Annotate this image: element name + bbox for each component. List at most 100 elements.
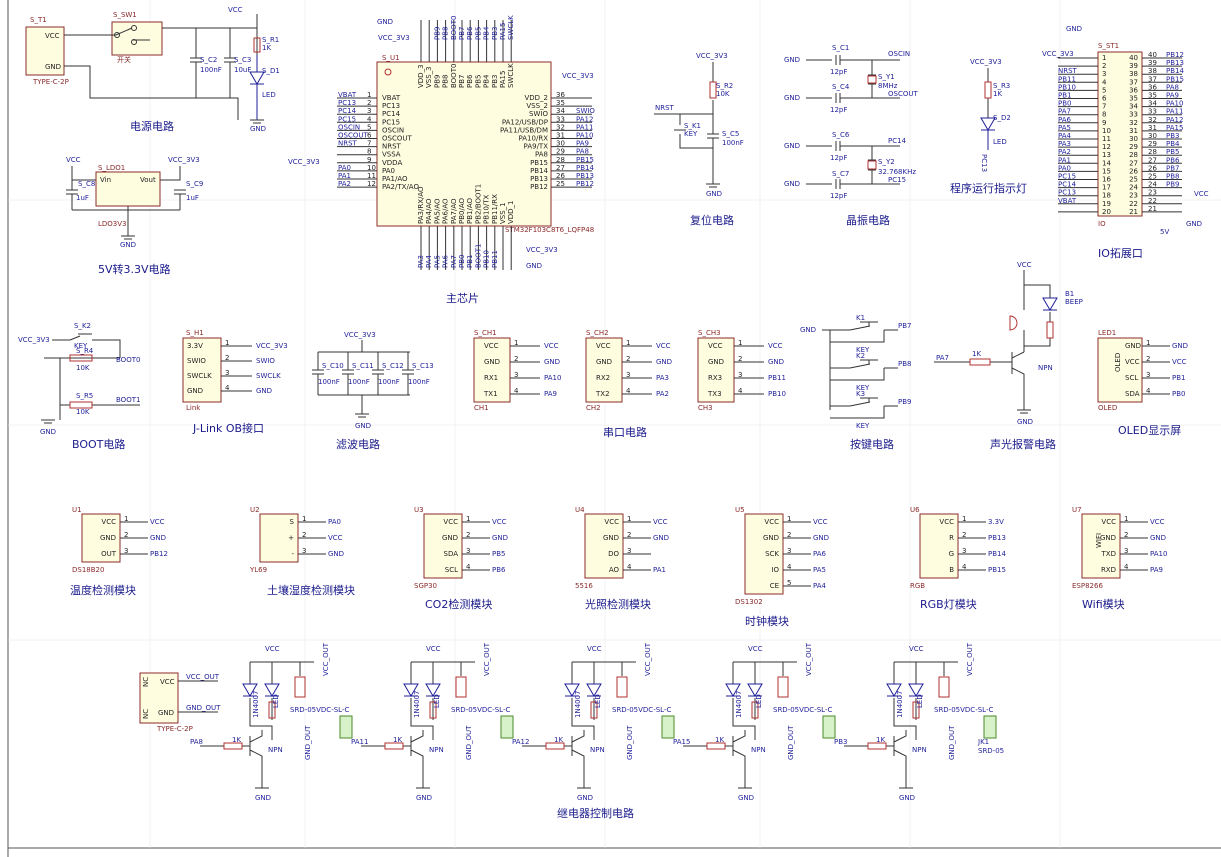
oled-body-label: OLED	[1114, 353, 1122, 372]
mcu-pin-bottom: PB1/AO	[466, 197, 474, 224]
key-ref: K1	[856, 314, 865, 322]
jlink-pin-num: 4	[225, 384, 230, 392]
relay-q: NPN	[590, 746, 605, 754]
alarm-vcc: VCC	[1017, 261, 1032, 269]
mcu-pin-num: 34	[556, 107, 565, 115]
sw-ref: S_SW1	[113, 11, 137, 19]
mcu-pin-num: 27	[556, 164, 565, 172]
io-net-right: PB3	[1166, 132, 1179, 140]
c3-ref: S_C3	[234, 56, 251, 64]
relay-part: SRD-05VDC-SL-C	[773, 706, 832, 714]
module-net: PA10	[1150, 550, 1167, 558]
reset-nrst: NRST	[655, 104, 675, 112]
mcu-net-left: PA0	[338, 164, 351, 172]
io-pin-num: 6	[1102, 95, 1107, 103]
io-pin-num: 17	[1102, 184, 1111, 192]
mcu-pin-right: PB15	[530, 159, 548, 167]
module-net: VCC	[492, 518, 507, 526]
boot-vcc: VCC_3V3	[18, 336, 50, 344]
mcu-pin-top: PB5	[474, 75, 482, 88]
io-pin-num: 35	[1148, 92, 1157, 100]
module-pin-num: 1	[627, 515, 631, 523]
relay-base-r: 1K	[232, 736, 241, 744]
net-pc15: PC15	[888, 176, 906, 184]
mcu-net-right: PA9	[576, 140, 589, 148]
module-net: PB14	[988, 550, 1006, 558]
io-pin-num: 11	[1102, 135, 1111, 143]
module-pin-num: 1	[1124, 515, 1128, 523]
uart-net: VCC	[544, 342, 559, 350]
alarm-net: PA7	[936, 354, 949, 362]
io-pin-num: 4	[1102, 78, 1107, 86]
uart-pin-num: 3	[626, 371, 630, 379]
mcu-net-bottom: PB1	[466, 255, 474, 268]
runled-vcc: VCC_3V3	[970, 58, 1002, 66]
mcu-net-bottom: PB0	[458, 255, 466, 268]
mcu-top-gnd: GND	[377, 18, 393, 26]
io-pin-num: 22	[1148, 197, 1157, 205]
y1-ref: S_Y1	[878, 73, 895, 81]
relay-circuit: NC NC VCC GND VCC_OUT GND_OUT TYPE-C-2P …	[139, 642, 1004, 820]
mcu-pin-right: PA11/USB/DM	[500, 126, 548, 134]
jlink-pin-num: 3	[225, 369, 229, 377]
uart-pin-num: 3	[514, 371, 518, 379]
t1-ref: S_T1	[30, 16, 47, 24]
io-net-left: PA7	[1058, 108, 1071, 116]
filter-cap-ref: S_C13	[412, 362, 434, 370]
uart-pin: GND	[484, 358, 500, 366]
io-pin-num: 27	[1129, 159, 1138, 167]
module-net: VCC	[653, 518, 668, 526]
mcu-pin-bottom: VSS_1	[499, 202, 507, 224]
io-net-left: PA4	[1058, 132, 1072, 140]
relay-net: PA8	[190, 738, 203, 746]
key-net: PB8	[898, 360, 911, 368]
relay-gnd: GND	[416, 794, 432, 802]
relay-led: LED	[594, 694, 602, 708]
relay-vcc: VCC	[909, 645, 924, 653]
c6-ref: S_C6	[832, 131, 850, 139]
module-net: GND	[1150, 534, 1166, 542]
y1-val: 8MHz	[878, 82, 898, 90]
relay-base-r: 1K	[554, 736, 563, 744]
r5-val: 10K	[76, 408, 90, 416]
uart-net: VCC	[656, 342, 671, 350]
module-pin-num: 5	[787, 579, 791, 587]
sw-part: 开关	[117, 55, 131, 64]
r2-val: 10K	[716, 90, 730, 98]
c1-val: 12pF	[830, 68, 847, 76]
jlink-pin: 3.3V	[187, 342, 203, 350]
mcu-pin-num: 29	[556, 148, 565, 156]
relay-vcc-out-net: VCC_OUT	[322, 642, 330, 676]
title-wifi: Wifi模块	[1082, 598, 1125, 611]
c5-val: 100nF	[722, 139, 744, 147]
mcu-net-right: PB12	[576, 180, 594, 188]
mcu-pin-left: PA2/TX/AO	[382, 183, 419, 191]
jlink-pin-num: 2	[225, 354, 229, 362]
relay-q: NPN	[751, 746, 766, 754]
io-pin-num: 21	[1148, 205, 1157, 213]
module-net: 3.3V	[988, 518, 1004, 526]
relay-gnd: GND	[577, 794, 593, 802]
relay-usb-nc1: NC	[142, 677, 150, 687]
mcu-pin-top: PB6	[466, 74, 474, 88]
relay-vcc-out-net: VCC_OUT	[966, 642, 974, 676]
module-net: VCC	[813, 518, 828, 526]
filter-cap-ref: S_C11	[352, 362, 374, 370]
module-pin: G	[949, 550, 954, 558]
io-pin-num: 36	[1148, 83, 1157, 91]
mcu-pin-num: 35	[556, 99, 565, 107]
filter-cap-val: 100nF	[348, 378, 370, 386]
module-pin: SCK	[765, 550, 779, 558]
oled-pin: VCC	[1125, 358, 1140, 366]
mcu-net-right: PA10	[576, 132, 593, 140]
alarm-q: NPN	[1038, 364, 1053, 372]
relay-q: NPN	[912, 746, 927, 754]
io-pin-num: 23	[1129, 192, 1138, 200]
mcu-net-top: PB8	[442, 27, 450, 40]
io-net-right: PB5	[1166, 148, 1179, 156]
r3-val: 1K	[993, 90, 1002, 98]
uart-part: CH2	[586, 404, 601, 412]
filter-cap-val: 100nF	[318, 378, 340, 386]
